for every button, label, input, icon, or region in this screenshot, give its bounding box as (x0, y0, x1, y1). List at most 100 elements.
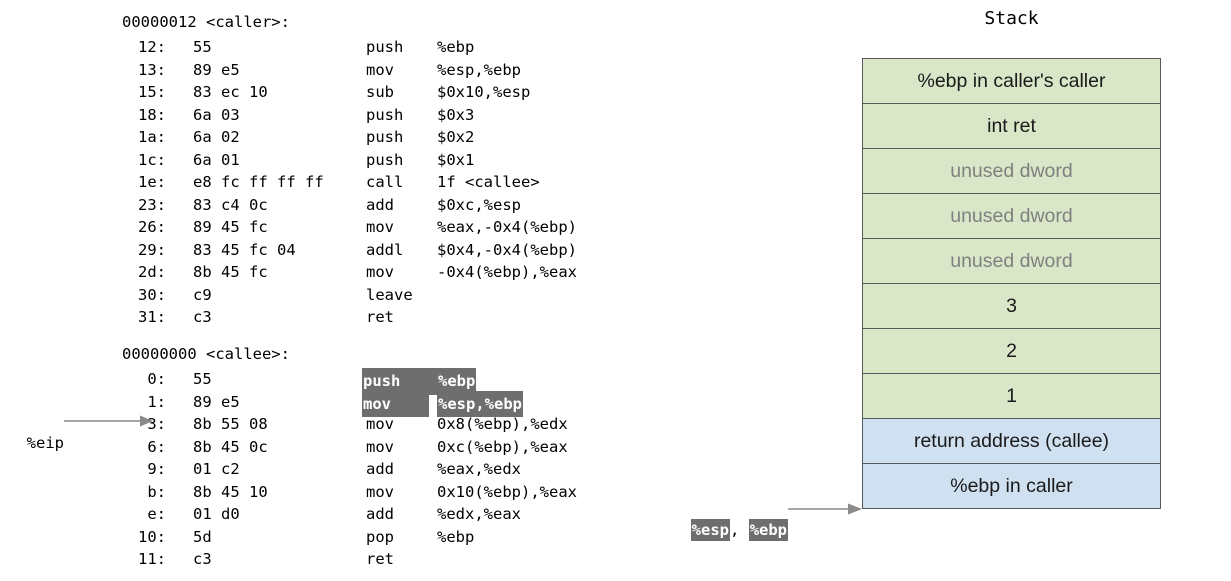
instruction-mnemonic: mov (366, 263, 394, 281)
stack-row-label: 1 (1006, 384, 1017, 407)
eip-pointer-label: %eip (8, 409, 64, 452)
instruction-address: 6: (147, 437, 166, 456)
instruction-bytes: 83 ec 10 (193, 83, 268, 101)
instruction-address: 15: (138, 83, 166, 101)
instruction-mnemonic: ret (366, 550, 394, 568)
instruction-address: 10: (138, 527, 166, 546)
instruction-operands: %ebp (437, 527, 475, 546)
instruction-mnemonic: mov (366, 60, 394, 79)
stack-row-label: 2 (1006, 339, 1017, 362)
stack-row-label: int ret (987, 114, 1036, 137)
instruction-operands: %eax,-0x4(%ebp) (437, 218, 577, 236)
instruction-operands: $0xc,%esp (437, 195, 521, 214)
instruction-mnemonic: mov (366, 437, 394, 456)
instruction-mnemonic: pop (366, 527, 394, 546)
instruction-address: b: (147, 482, 166, 501)
instruction-address: e: (147, 505, 166, 523)
stack-row-label: unused dword (950, 204, 1073, 227)
esp-ebp-pointer-label: %esp, %ebp (672, 497, 789, 541)
instruction-mnemonic: addl (366, 240, 404, 259)
stack-row: 1 (863, 374, 1160, 419)
instruction-address: 1e: (138, 173, 166, 191)
stack-row-label: unused dword (950, 159, 1073, 182)
instruction-mnemonic: mov (366, 415, 394, 433)
instruction-address: 31: (138, 308, 166, 326)
stack-row: unused dword (863, 194, 1160, 239)
disassembly-line: 29: 83 45 fc 04 addl $0x4,-0x4(%ebp) (0, 239, 660, 262)
instruction-bytes: 89 45 fc (193, 218, 268, 236)
stack-row: 2 (863, 329, 1160, 374)
instruction-operands: %esp,%ebp (437, 60, 521, 79)
stack-row: %ebp in caller's caller (863, 59, 1160, 104)
instruction-mnemonic: push (366, 128, 404, 146)
stack-row: unused dword (863, 239, 1160, 284)
stack-row-label: %ebp in caller's caller (917, 69, 1106, 92)
stack-row: return address (callee) (863, 419, 1160, 464)
instruction-operands: $0x1 (437, 150, 475, 169)
instruction-address: 12: (138, 38, 166, 56)
instruction-address: 9: (147, 460, 166, 478)
instruction-operands: %ebp (437, 368, 477, 395)
instruction-address: 30: (138, 285, 166, 304)
instruction-operands: $0x3 (437, 105, 475, 124)
instruction-bytes: 5d (193, 527, 212, 546)
instruction-bytes: 83 45 fc 04 (193, 240, 296, 259)
instruction-operands: $0x4,-0x4(%ebp) (437, 240, 577, 259)
instruction-operands: %eax,%edx (437, 460, 521, 478)
stack-row: 3 (863, 284, 1160, 329)
ebp-label: %ebp (748, 519, 789, 541)
instruction-bytes: 01 d0 (193, 505, 240, 523)
instruction-address: 29: (138, 240, 166, 259)
instruction-mnemonic: call (366, 173, 404, 191)
disassembly-line: 15: 83 ec 10 sub $0x10,%esp (0, 81, 660, 104)
instruction-address: 0: (147, 370, 166, 388)
instruction-mnemonic: mov (366, 482, 394, 501)
instruction-operands: 0x10(%ebp),%eax (437, 482, 577, 501)
instruction-operands: %esp,%ebp (437, 390, 523, 417)
instruction-bytes: 6a 02 (193, 128, 240, 146)
stack-row: unused dword (863, 149, 1160, 194)
disassembly-line: 10: 5d pop %ebp (0, 526, 660, 549)
stack-title: Stack (984, 8, 1039, 29)
stack-row-label: 3 (1006, 294, 1017, 317)
instruction-operands: %edx,%eax (437, 505, 521, 523)
instruction-mnemonic: add (366, 195, 394, 214)
instruction-operands: 0xc(%ebp),%eax (437, 437, 568, 456)
instruction-operands: $0x10,%esp (437, 83, 531, 101)
instruction-mnemonic: mov (366, 218, 394, 236)
instruction-mnemonic: mov (362, 390, 430, 417)
esp-label: %esp (690, 519, 730, 541)
function-header: 00000012 <caller>: (122, 13, 290, 31)
disassembly-line: 23: 83 c4 0c add $0xc,%esp (0, 194, 660, 217)
disassembly-line: e: 01 d0 add %edx,%eax (0, 503, 660, 526)
instruction-address: 1c: (138, 150, 166, 169)
esp-ebp-separator: , (730, 521, 740, 539)
instruction-operands: %ebp (437, 38, 475, 56)
instruction-bytes: 83 c4 0c (193, 195, 268, 214)
instruction-bytes: 55 (193, 370, 212, 388)
instruction-mnemonic: push (366, 150, 404, 169)
instruction-mnemonic: add (366, 460, 394, 478)
instruction-mnemonic: add (366, 505, 394, 523)
instruction-bytes: 89 e5 (193, 60, 240, 79)
instruction-operands: -0x4(%ebp),%eax (437, 263, 577, 281)
instruction-mnemonic: sub (366, 83, 394, 101)
instruction-operands: 1f <callee> (437, 173, 540, 191)
instruction-bytes: 8b 55 08 (193, 415, 268, 433)
instruction-address: 23: (138, 195, 166, 214)
